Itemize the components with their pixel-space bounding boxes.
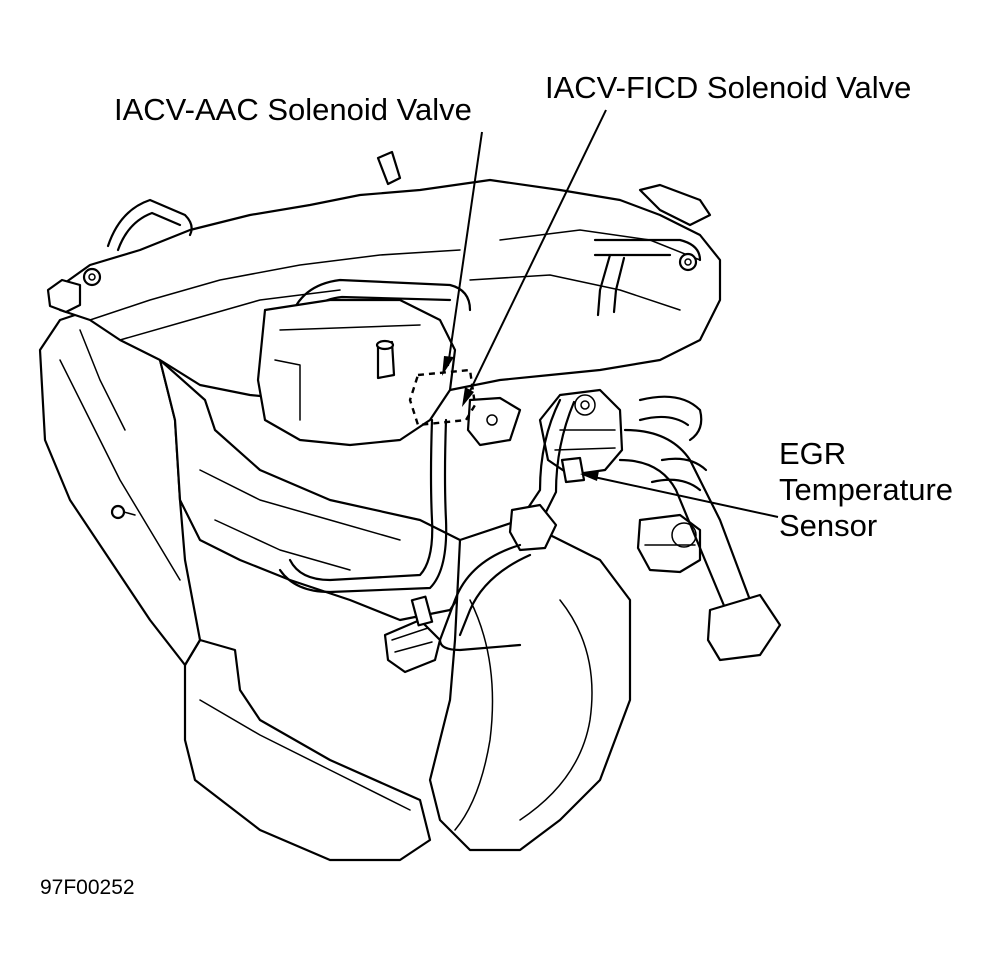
egr-assembly [110, 388, 782, 674]
egr-leader-line [593, 476, 779, 518]
valve-body [256, 298, 522, 594]
iacv-ficd-label: IACV-FICD Solenoid Valve [545, 70, 912, 105]
aac-leader-line [447, 131, 483, 367]
aac-arrowhead [442, 356, 454, 376]
figure-id: 97F00252 [40, 876, 135, 899]
engine-block [38, 298, 632, 862]
egr-label-line1: EGR [779, 436, 847, 471]
egr-label-line2: Temperature [779, 472, 954, 507]
leader-lines [442, 109, 779, 518]
iacv-aac-label: IACV-AAC Solenoid Valve [114, 92, 472, 127]
ficd-leader-line [467, 109, 607, 396]
intake-manifold [46, 150, 722, 402]
egr-temperature-sensor-label: EGR Temperature Sensor [779, 436, 953, 544]
ficd-arrowhead [462, 387, 474, 407]
egr-arrowhead [580, 471, 599, 481]
egr-label-line3: Sensor [779, 508, 878, 543]
